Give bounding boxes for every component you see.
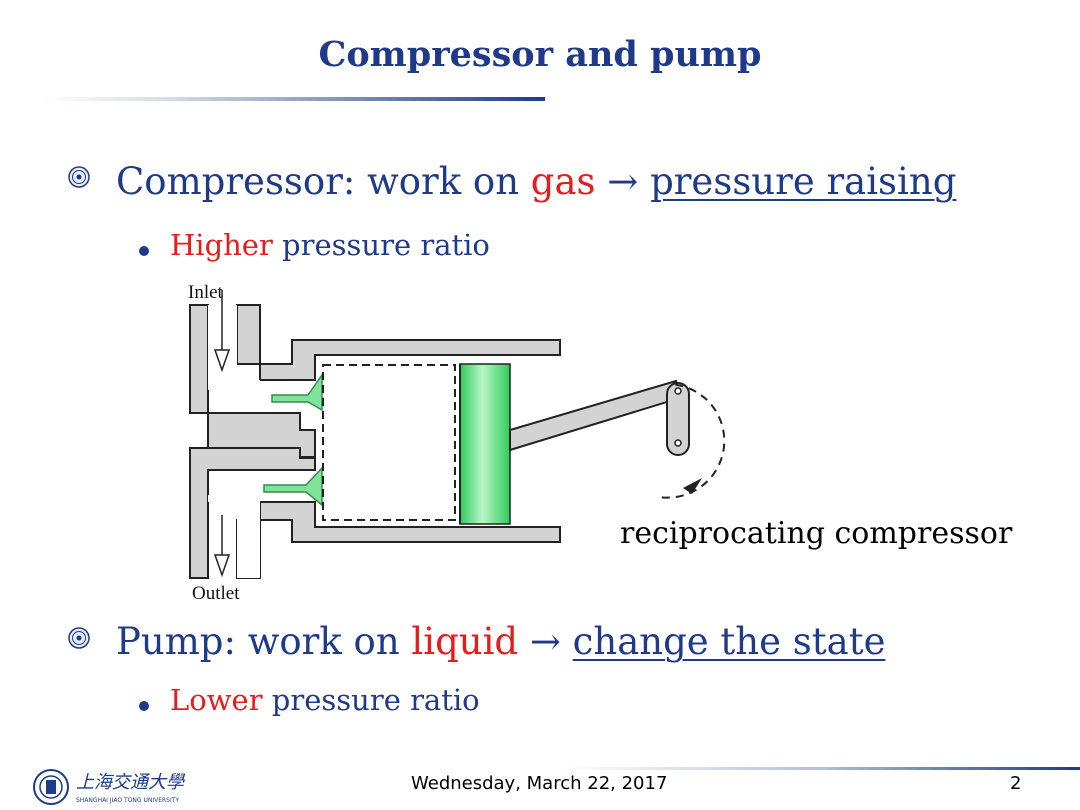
inlet-label: Inlet [188,282,223,303]
sub-bullet-higher-highlight: Higher [170,228,273,262]
slide-title: Compressor and pump [318,34,762,75]
bullet-seal-icon [68,166,90,188]
footer-rule [560,767,1080,770]
title-underline-rule [40,97,545,101]
bullet-pump-highlight: liquid [411,620,519,663]
bullet-compressor-highlight: gas [530,160,596,203]
bullet-compressor-underlined: pressure raising [650,160,957,203]
logo-chinese-text: 上海交通大學 [76,772,186,793]
footer-date: Wednesday, March 22, 2017 [411,773,668,794]
diagram-caption: reciprocating compressor [620,516,1013,551]
bullet-pump-arrow: → [518,620,573,663]
bullet-seal-icon [68,627,90,649]
outlet-label: Outlet [192,583,240,604]
university-logo: 上海交通大學 SHANGHAI JIAO TONG UNIVERSITY [33,769,186,805]
sub-bullet-higher: Higher pressure ratio [170,228,490,262]
sub-bullet-dot [139,246,149,256]
bullet-compressor-arrow: → [595,160,651,203]
sub-bullet-lower: Lower pressure ratio [170,683,480,717]
compressor-drawing [189,290,726,579]
bullet-pump-prefix: Pump: work on [116,620,412,663]
bullet-compressor: Compressor: work on gas → pressure raisi… [116,160,956,203]
sub-bullet-lower-highlight: Lower [170,683,263,717]
bullet-pump-underlined: change the state [572,620,886,663]
sub-bullet-higher-rest: pressure ratio [272,228,490,262]
reciprocating-compressor-diagram: Inlet Outlet [180,280,740,614]
logo-english-text: SHANGHAI JIAO TONG UNIVERSITY [76,797,179,804]
bullet-compressor-prefix: Compressor: work on [116,160,531,203]
bullet-pump: Pump: work on liquid → change the state [116,620,885,663]
sub-bullet-dot [139,701,149,711]
page-number: 2 [1010,773,1022,794]
sub-bullet-lower-rest: pressure ratio [262,683,480,717]
